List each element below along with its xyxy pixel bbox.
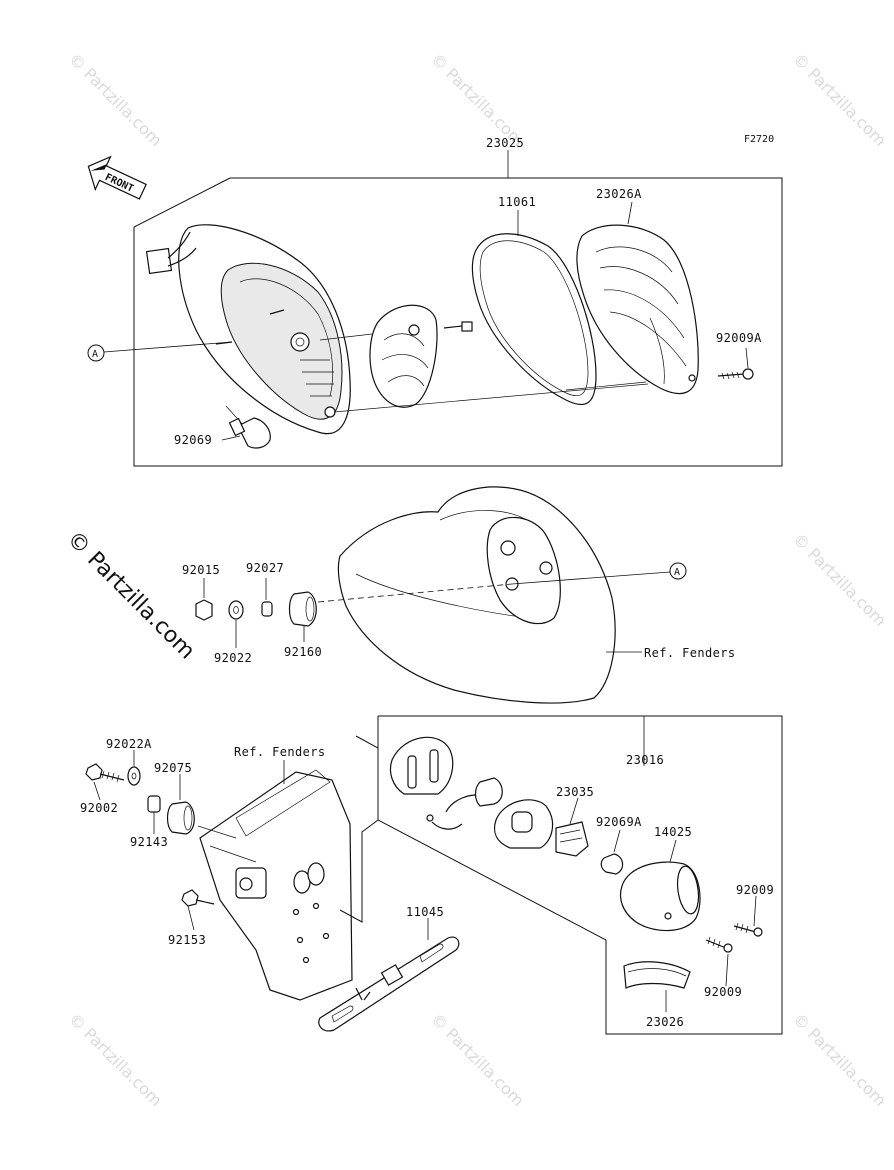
label-grommet-bracket: 92075 <box>154 761 192 775</box>
ref-marker-a-label: A <box>674 567 680 578</box>
ref-marker-a-label: A <box>92 349 98 360</box>
label-collar-bracket: 92143 <box>130 835 168 849</box>
label-plate-bracket: 11045 <box>406 905 444 919</box>
tail-bulb <box>225 405 271 449</box>
figure-code: F2720 <box>744 134 774 145</box>
tail-lamp-assembly-frame <box>133 177 783 467</box>
label-bolt-flange: 92153 <box>168 933 206 947</box>
rear-fender <box>337 486 616 704</box>
label-washer-a: 92022A <box>106 737 152 751</box>
watermark: © Partzilla.com <box>65 1009 166 1110</box>
watermark: © Partzilla.com <box>427 1009 528 1110</box>
watermark: © Partzilla.com <box>789 1009 890 1110</box>
front-arrow-icon: FRONT <box>87 155 147 200</box>
plate-bracket <box>318 936 460 1032</box>
alignment-line <box>333 383 649 413</box>
license-bracket <box>199 769 353 1001</box>
alignment-line <box>319 333 373 341</box>
label-tail-lamp-assy: 23025 <box>486 136 524 150</box>
label-lens: 23026A <box>596 187 642 201</box>
license-lamp-lens <box>623 961 691 989</box>
label-gasket: 11061 <box>498 195 536 209</box>
label-socket: 23035 <box>556 785 594 799</box>
label-ref-fenders-1: Ref. Fenders <box>644 646 736 660</box>
ref-marker-a <box>87 344 105 362</box>
label-bulb-license: 92069A <box>596 815 642 829</box>
label-washer: 92022 <box>214 651 252 665</box>
label-collar: 92027 <box>246 561 284 575</box>
tail-lamp-reflector <box>369 304 438 408</box>
cover-screw-2 <box>705 936 733 953</box>
tail-lamp-housing <box>145 224 351 435</box>
bracket-ref-frame <box>339 735 379 923</box>
watermark-main: © Partzilla.com <box>62 527 200 665</box>
license-lamp-cover <box>619 861 701 932</box>
watermark: © Partzilla.com <box>789 49 890 150</box>
reflector-screw <box>443 321 473 332</box>
label-grommet: 92160 <box>284 645 322 659</box>
alignment-line <box>565 381 647 391</box>
label-nut: 92015 <box>182 563 220 577</box>
license-lamp-base <box>389 736 554 849</box>
label-cover: 14025 <box>654 825 692 839</box>
tail-lamp-lens <box>576 224 699 395</box>
label-screw-lens: 92009A <box>716 331 762 345</box>
cover-screw-1 <box>733 922 763 937</box>
gasket-part <box>471 233 597 406</box>
lens-screw <box>717 368 754 380</box>
fender-hardware <box>195 591 317 627</box>
label-screw-2: 92009 <box>704 985 742 999</box>
label-bulb-tail: 92069 <box>174 433 212 447</box>
watermark: © Partzilla.com <box>789 529 890 630</box>
license-bulb <box>600 853 624 875</box>
label-license-lamp-assy: 23016 <box>626 753 664 767</box>
label-lens-license: 23026 <box>646 1015 684 1029</box>
watermark: © Partzilla.com <box>65 49 166 150</box>
label-bolt: 92002 <box>80 801 118 815</box>
ref-marker-a <box>669 562 687 580</box>
label-ref-fenders-2: Ref. Fenders <box>234 745 326 759</box>
fender-mount-line <box>317 583 513 603</box>
bracket-hardware <box>85 763 237 907</box>
license-lamp-socket <box>555 821 589 857</box>
label-screw-1: 92009 <box>736 883 774 897</box>
